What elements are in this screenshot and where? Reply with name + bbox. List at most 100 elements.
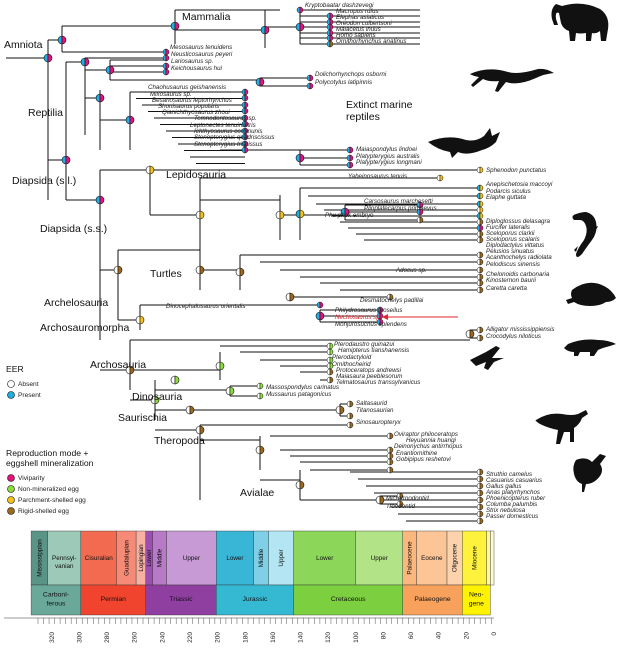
pterosaur-silhouette [470,346,504,370]
time-tick-label: 180 [242,632,249,643]
epoch-block [293,530,357,586]
node-pie [315,311,325,321]
period-block [293,584,403,616]
tip-pie [476,510,484,518]
tip-pie [476,326,484,334]
node-pie [150,395,160,405]
taxon-label: Sceloporus clarkii [486,230,535,237]
tip-pie [346,400,354,408]
clade-label-archosauromorpha: Archosauromorpha [40,322,129,334]
epoch-label: Lopingian [138,544,145,572]
taxon-label: Ornithocheirid [332,361,371,368]
taxon-label: Hamipterus tianshanensis [338,347,409,354]
taxon-label: Caretta caretta [486,285,527,292]
tip-pie [296,6,304,14]
node-pie [295,153,305,163]
clade-label-amniota: Amniota [4,39,43,51]
node-pie [295,22,305,32]
node-pie [95,93,105,103]
clade-label-turtles: Turtles [150,268,182,280]
epoch-block [416,530,448,586]
taxon-label: Diplodactylus vittatus [486,242,544,249]
tip-pie [326,362,334,370]
epoch-label: Cisuralian [85,555,113,562]
tip-pie [476,517,484,525]
tip-pie [326,368,334,376]
taxon-label: Mesosaurus tenuidens [170,44,232,51]
tip-pie [476,496,484,504]
taxon-label: Yabeinosaurus tenuis [348,173,407,180]
epoch-label: Mississippian [36,539,43,577]
tip-pie [241,146,249,154]
taxon-label: Maiaspondylus lindoei [356,146,418,153]
taxon-label: Phu phok embryo [325,212,374,219]
tip-pie [476,206,484,214]
taxon-label: Columba palumbis [486,501,537,508]
taxon-label: Elaphe guttata [486,194,526,201]
tip-pie [376,306,384,314]
epoch-label: Eocene [421,555,443,562]
taxon-label: Protoceratops andrewsi [336,367,402,374]
clade-label-extinct-marine: Extinct marine [346,99,413,111]
tip-pie [386,293,394,301]
epoch-label: Upper [278,549,285,566]
tree-nodes [43,6,484,525]
taxon-label: Chelonoidis carbonaria [486,271,550,278]
taxon-label: Macropus rufus [336,8,379,15]
legend-eer-title: EER [6,364,24,374]
tip-pie [326,23,334,31]
epoch-block [216,530,254,586]
epoch-block [490,530,495,586]
taxon-label: Platypterygius australis [356,153,420,160]
tip-pie [241,133,249,141]
time-tick-label: 120 [325,632,332,643]
time-tick-label: 0 [491,632,498,636]
tip-pie [476,192,484,200]
tip-pie [416,201,424,209]
legend-label-present: Present [18,392,41,399]
node-pie [95,195,105,205]
legend-swatch-rigid [7,507,15,515]
tip-pie [162,68,170,76]
taxon-label: Phoenicopterus ruber [486,495,546,502]
node-pie [80,57,90,67]
epoch-label: Pennsyl- [52,555,77,562]
epoch-label: Middle [157,548,164,567]
epoch-block [462,530,487,586]
tip-pie [346,421,354,429]
time-tick-label: 300 [76,632,83,643]
tip-pie [476,279,484,287]
period-block [80,584,146,616]
tip-pie [256,392,264,400]
clade-label-diapsida-sl: Diapsida (s.l.) [12,175,76,187]
tip-pie [386,432,394,440]
taxon-label: Passer domesticus [486,513,538,520]
clade-label-diapsida-ss: Diapsida (s.s.) [40,223,107,235]
taxon-label: Qianichthyosaurus zhoui [162,109,230,116]
legend-swatch-parchment [7,496,15,504]
tip-pie [476,286,484,294]
taxon-label: Monjurosuchus splendens [335,321,407,328]
time-tick-label: 220 [187,632,194,643]
taxon-label: Microtroodontid [386,495,429,502]
taxon-label: Lariosaurus sp. [171,58,213,65]
epoch-block [166,530,217,586]
tip-pie [306,82,314,90]
tip-pie [256,382,264,390]
tip-pie [416,208,424,216]
tip-pie [326,342,334,350]
node-pie [375,495,385,505]
taxon-label: Shonisaurus popularis [158,103,219,110]
taxon-label: Pterodaustro guinazui [334,341,395,348]
epoch-label: Upper [371,555,388,562]
node-pie [125,365,135,375]
taxon-label: Leptonectes tenuirostris [190,122,256,129]
taxon-label: Polycotylus latipinnis [315,79,372,86]
taxon-label: Sinosauropteryx [356,419,402,426]
tip-pie [326,40,334,48]
legend-swatch-non_mineralized [7,485,15,493]
taxon-label: Philydrosaurus proseilus [335,307,402,314]
legend-swatch-present [7,391,15,399]
